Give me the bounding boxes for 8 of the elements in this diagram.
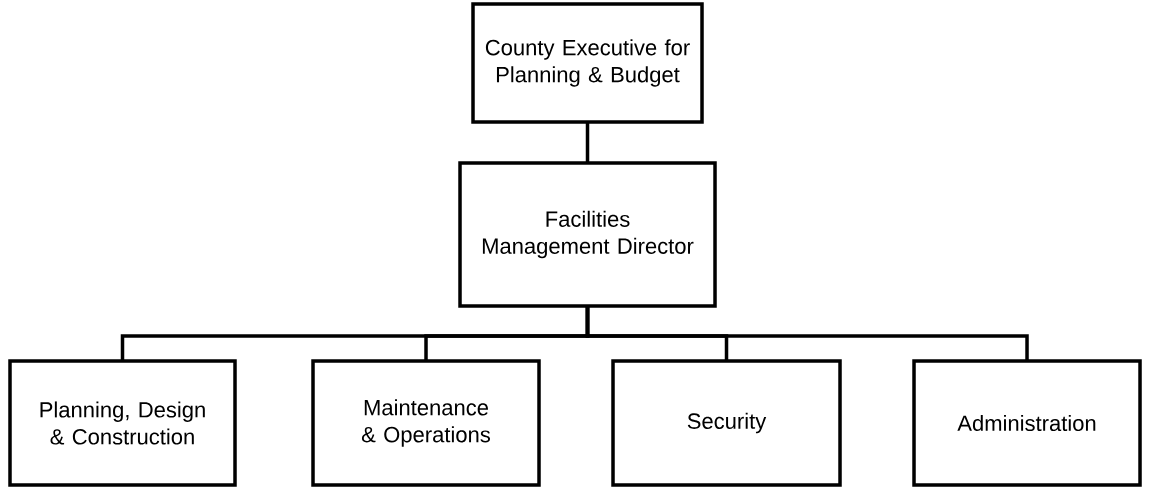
org-box: Security [611, 359, 842, 487]
connector-line [585, 306, 1029, 361]
org-box: Administration [912, 359, 1142, 487]
org-box: Planning, Design & Construction [8, 359, 237, 487]
org-box: Facilities Management Director [458, 161, 717, 308]
org-box: Maintenance & Operations [311, 359, 541, 487]
org-box: County Executive for Planning & Budget [471, 2, 704, 124]
connector-line [585, 122, 590, 163]
